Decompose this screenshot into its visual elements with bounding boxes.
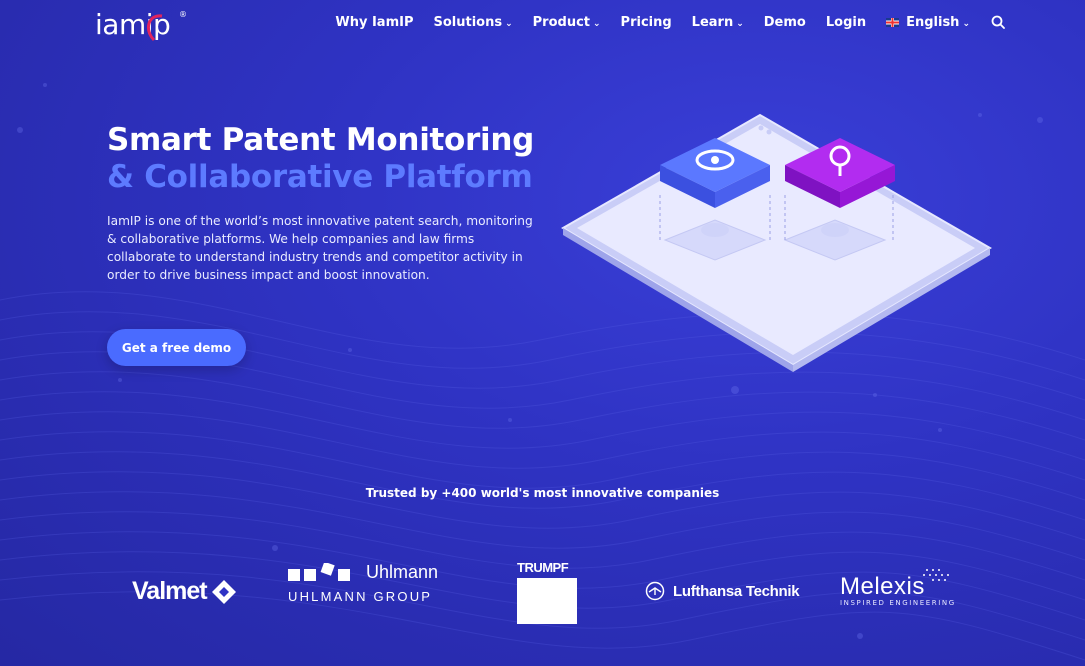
puzzle-platform-illustration [561, 113, 992, 372]
uhlmann-squares-icon [288, 562, 350, 581]
nav-why-iamip[interactable]: Why IamIP [335, 15, 413, 30]
nav-label: Login [825, 15, 867, 30]
logo-swoosh-icon [146, 14, 163, 42]
nav-solutions[interactable]: Solutions⌄ [433, 15, 512, 30]
valmet-diamond-icon [211, 579, 236, 604]
client-logos: Valmet Uhlmann UHLMANN GROUP TRUMPF Luft… [0, 555, 1085, 635]
uhlmann-group-text: UHLMANN GROUP [288, 589, 433, 604]
eye-puzzle-piece [660, 138, 770, 208]
search-icon[interactable] [991, 15, 1005, 29]
melexis-text: Melexis [840, 573, 925, 600]
hero-title: Smart Patent Monitoring & Collaborative … [107, 122, 534, 196]
chevron-down-icon: ⌄ [736, 18, 744, 29]
trusted-heading: Trusted by +400 world's most innovative … [365, 486, 720, 500]
nav-demo[interactable]: Demo [764, 15, 806, 30]
valmet-text: Valmet [132, 577, 208, 605]
registered-mark: ® [179, 10, 187, 19]
uk-flag-icon [886, 18, 900, 27]
nav-learn[interactable]: Learn⌄ [692, 15, 744, 30]
melexis-dots-icon [923, 569, 949, 581]
chevron-down-icon: ⌄ [962, 18, 970, 29]
main-nav: Why IamIP Solutions⌄ Product⌄ Pricing Le… [335, 15, 970, 30]
get-free-demo-button[interactable]: Get a free demo [107, 329, 246, 366]
uhlmann-text: Uhlmann [366, 562, 439, 582]
trumpf-logo: TRUMPF [517, 560, 577, 624]
hero-title-line1: Smart Patent Monitoring [107, 122, 535, 158]
nav-product[interactable]: Product⌄ [533, 15, 601, 30]
nav-pricing[interactable]: Pricing [621, 15, 672, 30]
nav-label: Pricing [620, 15, 672, 30]
valmet-logo: Valmet [132, 577, 237, 606]
melexis-tagline: INSPIRED ENGINEERING [840, 599, 956, 607]
lufthansa-text: Lufthansa Technik [673, 582, 800, 600]
logo-text: iamip [95, 8, 171, 41]
chevron-down-icon: ⌄ [505, 18, 513, 29]
hero-title-line2: & Collaborative Platform [107, 159, 533, 195]
language-label: English [906, 15, 960, 30]
lufthansa-logo: Lufthansa Technik [645, 581, 800, 601]
nav-label: Why IamIP [335, 15, 414, 30]
search-puzzle-piece [785, 138, 895, 208]
iamip-logo[interactable]: iamip ® [95, 8, 187, 44]
trumpf-block [517, 578, 577, 624]
melexis-logo: Melexis INSPIRED ENGINEERING [840, 569, 956, 607]
crane-icon [645, 581, 665, 601]
chevron-down-icon: ⌄ [593, 18, 601, 29]
nav-label: Demo [763, 15, 806, 30]
nav-login[interactable]: Login [826, 15, 866, 30]
uhlmann-logo: Uhlmann UHLMANN GROUP [288, 562, 438, 604]
trumpf-text: TRUMPF [517, 560, 569, 575]
nav-label: Product [532, 15, 590, 30]
language-selector[interactable]: English⌄ [886, 15, 970, 30]
nav-label: Solutions [433, 15, 503, 30]
hero-description: IamIP is one of the world’s most innovat… [107, 214, 533, 282]
nav-label: Learn [691, 15, 734, 30]
